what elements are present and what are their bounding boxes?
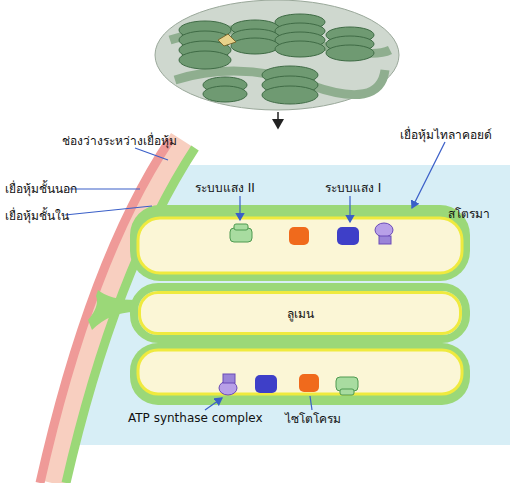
- part-label: เยื่อหุ้มชั้นนอก: [5, 182, 77, 196]
- part-label: เยื่อหุ้มไทลาคอยด์: [400, 128, 492, 142]
- leader-lines: [65, 142, 445, 410]
- membrane-proteins: [230, 223, 393, 245]
- part-label: เยื่อหุ้มชั้นใน: [5, 209, 69, 223]
- zoom-arrow: [277, 112, 279, 128]
- part-label: ไซโตโครม: [285, 412, 341, 426]
- part-label: ระบบแสง I: [325, 181, 381, 195]
- part-label: สโตรมา: [448, 207, 490, 221]
- membrane-proteins: [219, 374, 358, 395]
- part-label: ช่องว่างระหว่างเยื่อหุ้ม: [62, 134, 177, 148]
- part-label: ATP synthase complex: [128, 411, 263, 425]
- part-label: ระบบแสง II: [195, 181, 255, 195]
- thylakoid-disk: [130, 205, 470, 281]
- stroma-lamella: [88, 290, 135, 330]
- thylakoid-disk: [130, 343, 470, 405]
- thylakoid-lumen-disk: ลูเมน: [130, 283, 470, 343]
- grana-inset: [155, 0, 399, 110]
- region-label: ลูเมน: [287, 304, 314, 323]
